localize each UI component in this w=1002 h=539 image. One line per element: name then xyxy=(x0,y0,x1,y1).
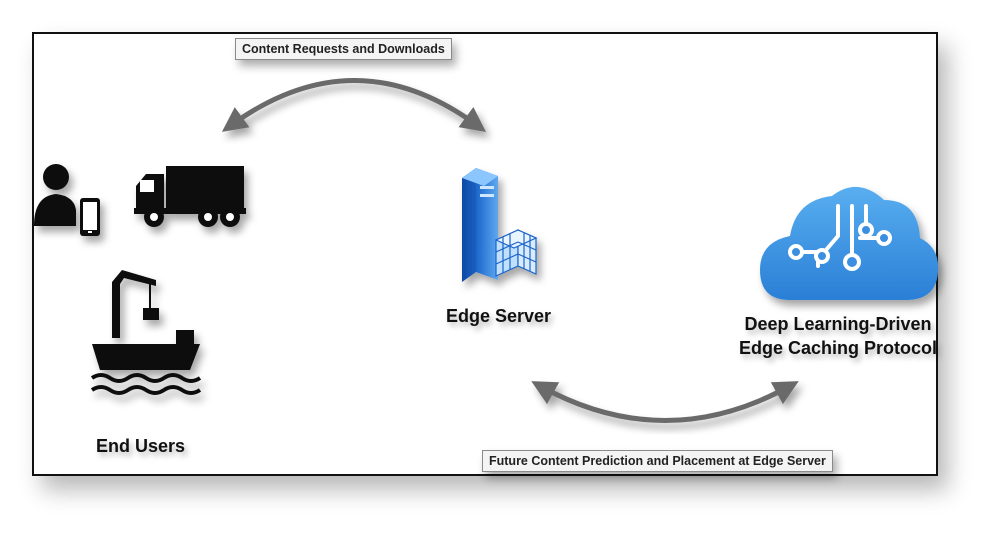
ai-cloud-icon xyxy=(760,186,939,300)
truck-icon xyxy=(134,166,246,227)
top-curved-arrow xyxy=(221,78,487,132)
content-requests-tag: Content Requests and Downloads xyxy=(235,38,452,60)
protocol-label: Deep Learning-Driven Edge Caching Protoc… xyxy=(738,312,938,360)
content-prediction-tag: Future Content Prediction and Placement … xyxy=(482,450,833,472)
protocol-label-line2: Edge Caching Protocol xyxy=(738,338,938,358)
end-users-label: End Users xyxy=(96,436,186,456)
person-with-phone-icon xyxy=(34,164,100,236)
edge-server-label: Edge Server xyxy=(446,306,552,326)
ship-crane-icon xyxy=(90,270,202,395)
protocol-label-line1: Deep Learning-Driven xyxy=(744,314,932,334)
bottom-curved-arrow xyxy=(531,381,799,423)
server-icon xyxy=(462,168,538,282)
